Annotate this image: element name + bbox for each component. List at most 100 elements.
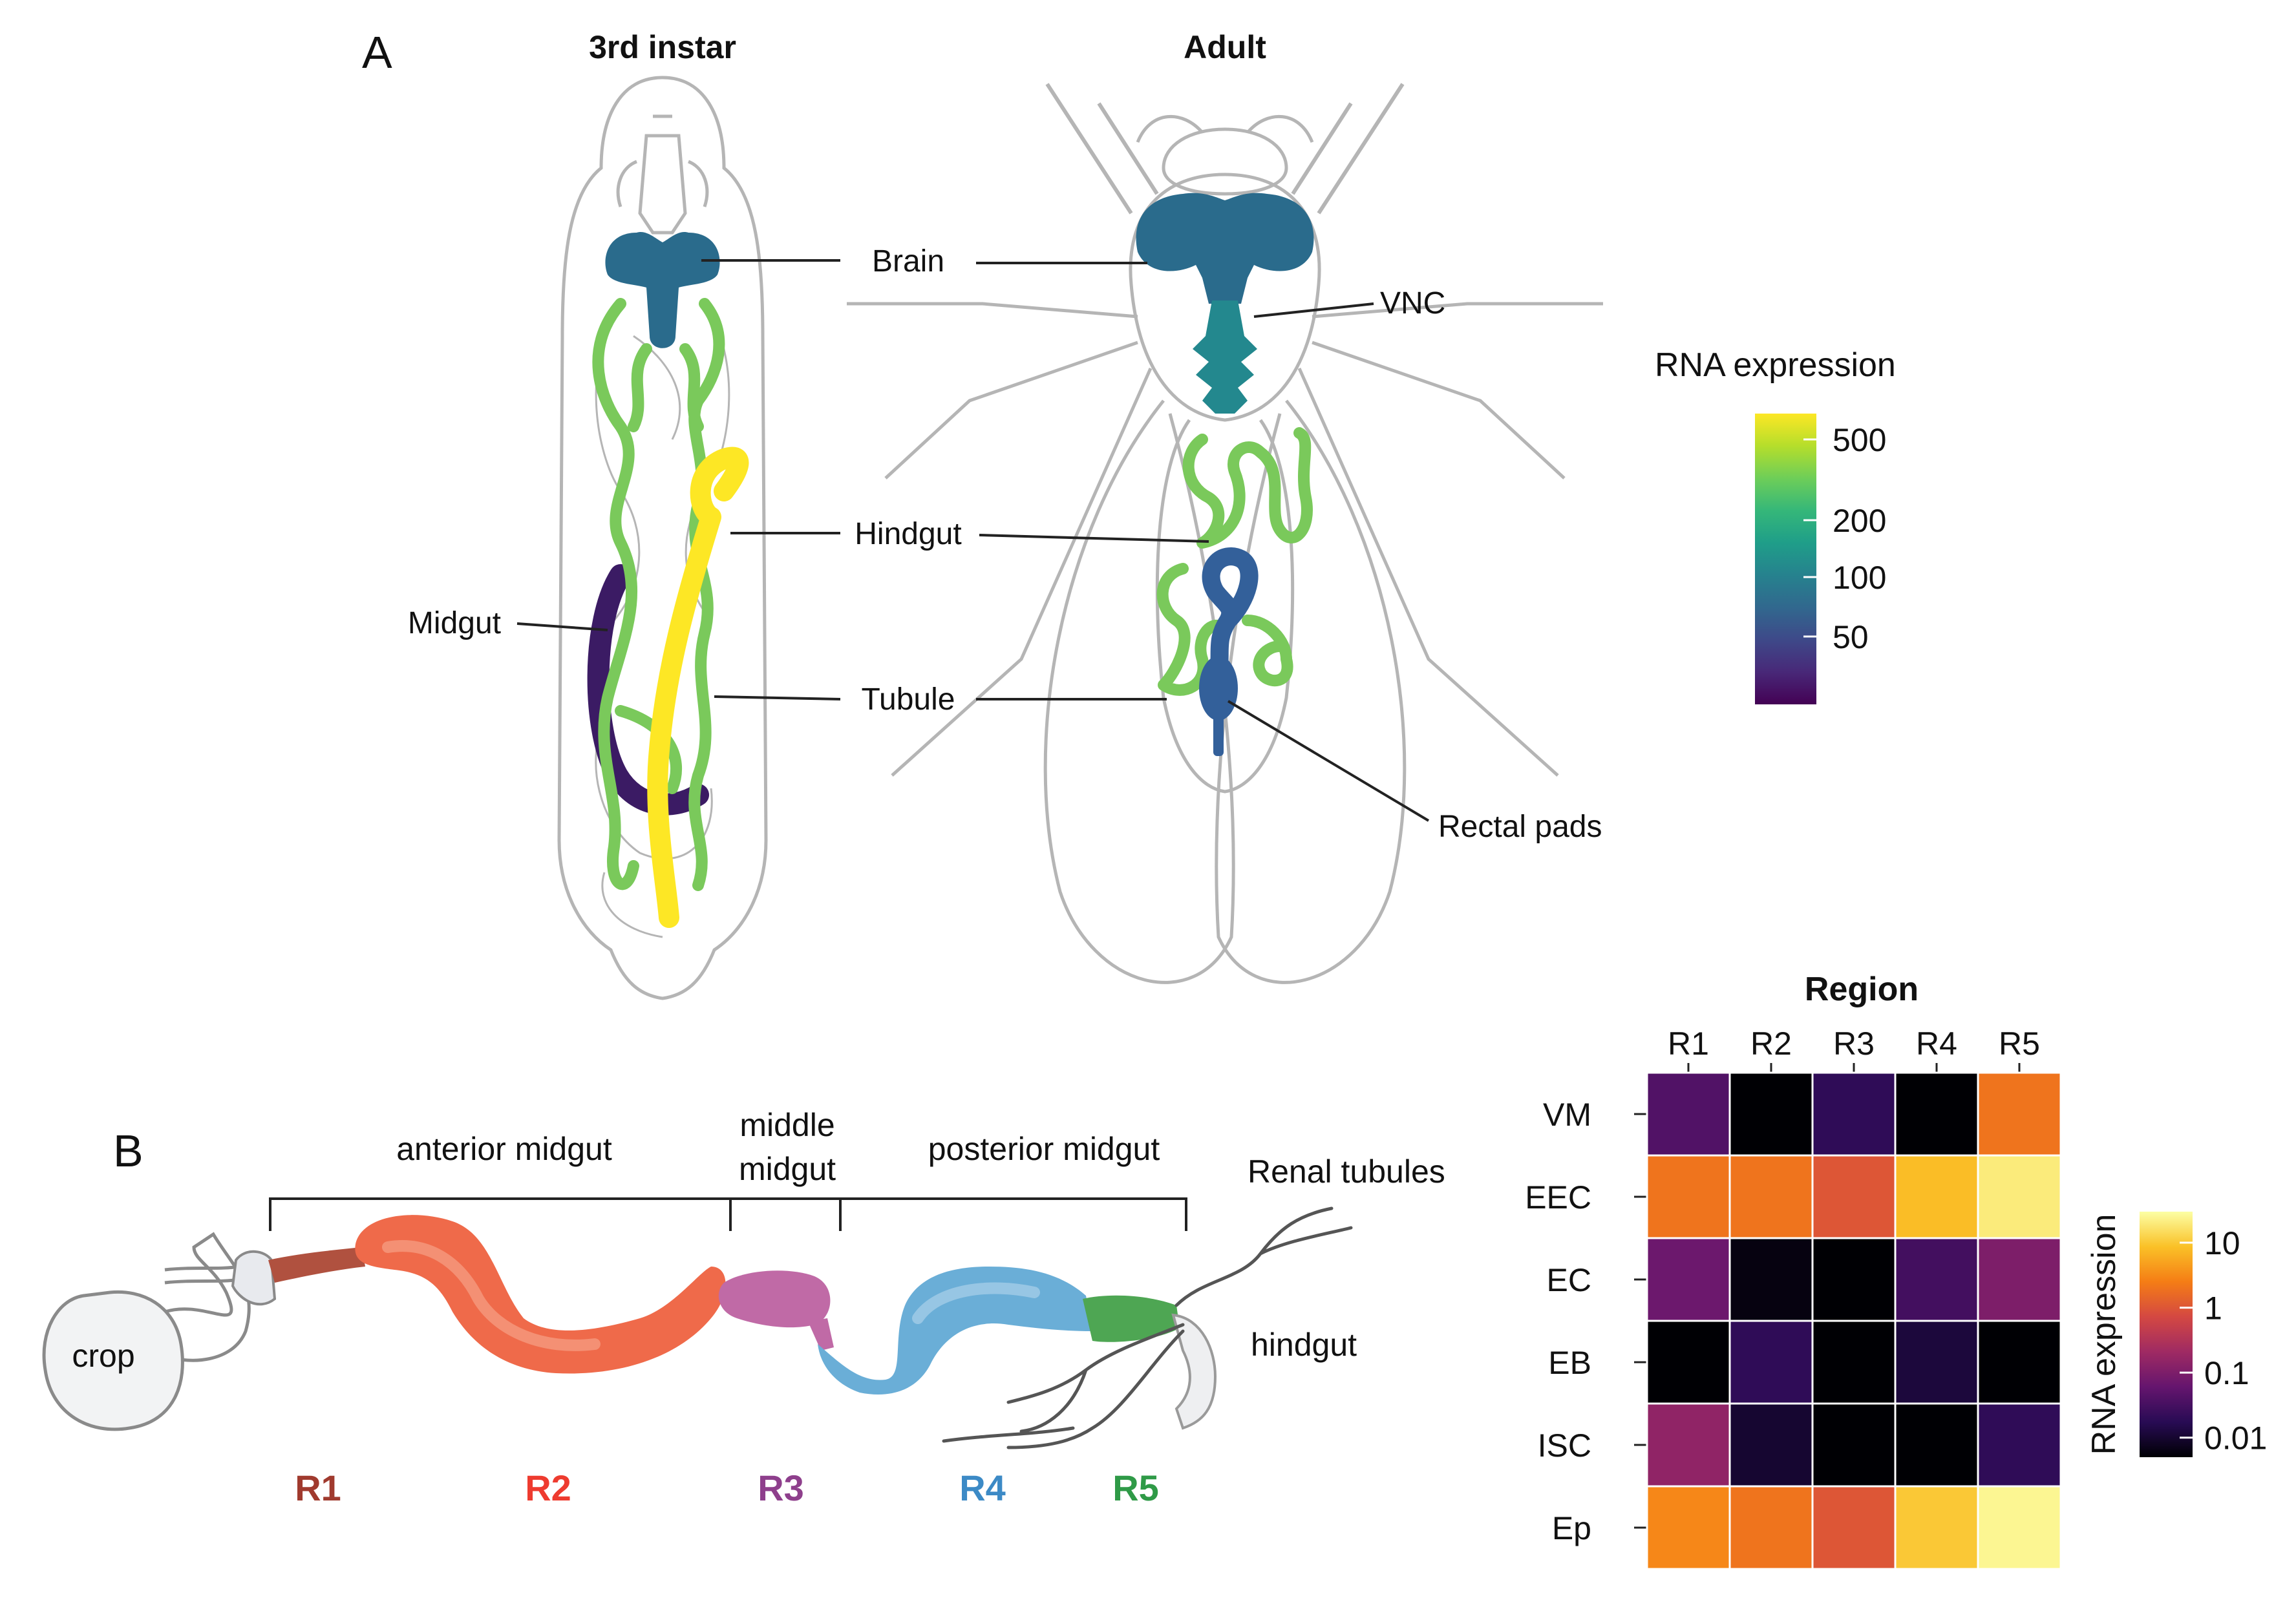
region-r3-neck <box>808 1318 834 1351</box>
vnc-label: VNC <box>1380 286 1445 321</box>
colorbar-b-tick-label: 1 <box>2204 1290 2222 1327</box>
heatmap-col-label: R5 <box>1999 1026 2040 1062</box>
colorbar-b-tick-label: 0.01 <box>2204 1420 2267 1457</box>
heatmap-cell <box>1646 1154 1731 1239</box>
heatmap-col-label: R2 <box>1750 1026 1792 1062</box>
renal-tubules-shape <box>942 1206 1353 1449</box>
heatmap-cell <box>1646 1237 1731 1322</box>
region-label-r4: R4 <box>959 1468 1006 1508</box>
heatmap-colorbar-title: RNA expression <box>2085 1214 2123 1455</box>
larva-brain <box>605 231 720 348</box>
adult-tissues <box>1136 193 1314 756</box>
brain-label: Brain <box>872 244 944 279</box>
adult-hindgut <box>1202 547 1259 681</box>
heatmap-cell <box>1894 1071 1979 1157</box>
region-label-r2: R2 <box>525 1468 571 1508</box>
heatmap-cell <box>1728 1320 1814 1405</box>
heatmap-cell <box>1811 1402 1897 1488</box>
heatmap-col-label: R3 <box>1833 1026 1875 1062</box>
heatmap-cell <box>1728 1402 1814 1488</box>
larva-title: 3rd instar <box>589 29 736 65</box>
colorbar-a-tick-label: 500 <box>1833 422 1886 458</box>
heatmap-cell <box>1977 1402 2062 1488</box>
adult-brain <box>1136 193 1314 304</box>
midgut-label: Midgut <box>408 606 501 640</box>
heatmap-cell <box>1977 1154 2062 1239</box>
colorbar-b-tick-label: 0.1 <box>2204 1355 2249 1391</box>
region-label-r1: R1 <box>295 1468 341 1508</box>
section-brackets <box>269 1197 1187 1231</box>
region-r1-shape <box>268 1247 365 1283</box>
rectal-pads-label: Rectal pads <box>1438 810 1602 844</box>
heatmap-row-label: ISC <box>1538 1427 1591 1464</box>
heatmap-row-label: EB <box>1548 1345 1591 1381</box>
heatmap-cells <box>1646 1071 2062 1570</box>
heatmap-cell <box>1728 1237 1814 1322</box>
heatmap-cell <box>1977 1237 2062 1322</box>
heatmap-cell <box>1977 1485 2062 1570</box>
region-r2-shape <box>355 1215 726 1374</box>
heatmap-cell <box>1646 1485 1731 1570</box>
hindgut-leader-right <box>979 534 1209 543</box>
tubule-label: Tubule <box>862 682 955 717</box>
larva-hindgut <box>647 447 749 928</box>
adult-rectum <box>1213 704 1224 756</box>
region-label-r5: R5 <box>1112 1468 1159 1508</box>
proventriculus <box>231 1250 277 1306</box>
adult-vnc <box>1193 300 1257 414</box>
heatmap-column-headers: R1 R2 R3 R4 R5 <box>1668 1026 2040 1073</box>
adult-legs-right <box>1297 302 1603 777</box>
adult-title: Adult <box>1184 29 1266 65</box>
heatmap-cell <box>1728 1485 1814 1570</box>
region-r5-shape <box>1083 1295 1180 1342</box>
region-r3-shape <box>718 1270 831 1328</box>
region-r4-highlight <box>912 1282 1040 1324</box>
region-label-r3: R3 <box>758 1468 804 1508</box>
hindgut-b-label: hindgut <box>1251 1327 1357 1363</box>
heatmap-cell <box>1811 1071 1897 1157</box>
region-labels: R1 R2 R3 R4 R5 <box>295 1468 1159 1508</box>
rectal-pads-leader <box>1227 700 1430 822</box>
crop-label: crop <box>72 1338 134 1374</box>
posterior-bracket <box>840 1197 1187 1231</box>
larva-body-outline <box>557 76 768 1000</box>
panel-a-colorbar-gradient <box>1755 414 1816 704</box>
heatmap-cell <box>1646 1402 1731 1488</box>
gut-illustration <box>42 1206 1353 1449</box>
heatmap-cell <box>1646 1071 1731 1157</box>
tubule-leader-left <box>714 695 841 700</box>
anterior-bracket <box>269 1197 732 1231</box>
anterior-midgut-label: anterior midgut <box>396 1131 612 1167</box>
heatmap-col-label: R4 <box>1916 1026 1957 1062</box>
panel-a-letter: A <box>362 27 392 78</box>
heatmap-cell <box>1894 1154 1979 1239</box>
region-r4-shape <box>818 1267 1092 1395</box>
heatmap-cell <box>1728 1071 1814 1157</box>
heatmap-cell <box>1811 1485 1897 1570</box>
heatmap-cell <box>1894 1237 1979 1322</box>
crop <box>42 1290 184 1431</box>
middle-midgut-label-line1: middle <box>739 1107 834 1143</box>
heatmap-cell <box>1811 1237 1897 1322</box>
adult-head-outline <box>1162 127 1288 196</box>
colorbar-a-tick-label: 50 <box>1833 619 1869 655</box>
hindgut-label: Hindgut <box>855 517 961 551</box>
colorbar-a-tick-label: 200 <box>1833 503 1886 539</box>
vnc-leader <box>1253 302 1374 318</box>
heatmap-cell <box>1646 1320 1731 1405</box>
heatmap-row-label: EEC <box>1525 1179 1591 1216</box>
posterior-midgut-label: posterior midgut <box>928 1131 1160 1167</box>
heatmap-row-label: Ep <box>1552 1510 1591 1546</box>
middle-midgut-label-line2: midgut <box>739 1151 836 1187</box>
larva-head-skeleton <box>616 114 709 235</box>
adult-wing-right <box>1215 399 1407 984</box>
heatmap-col-label: R1 <box>1668 1026 1709 1062</box>
heatmap-cell <box>1811 1320 1897 1405</box>
heatmap-cell <box>1728 1154 1814 1239</box>
